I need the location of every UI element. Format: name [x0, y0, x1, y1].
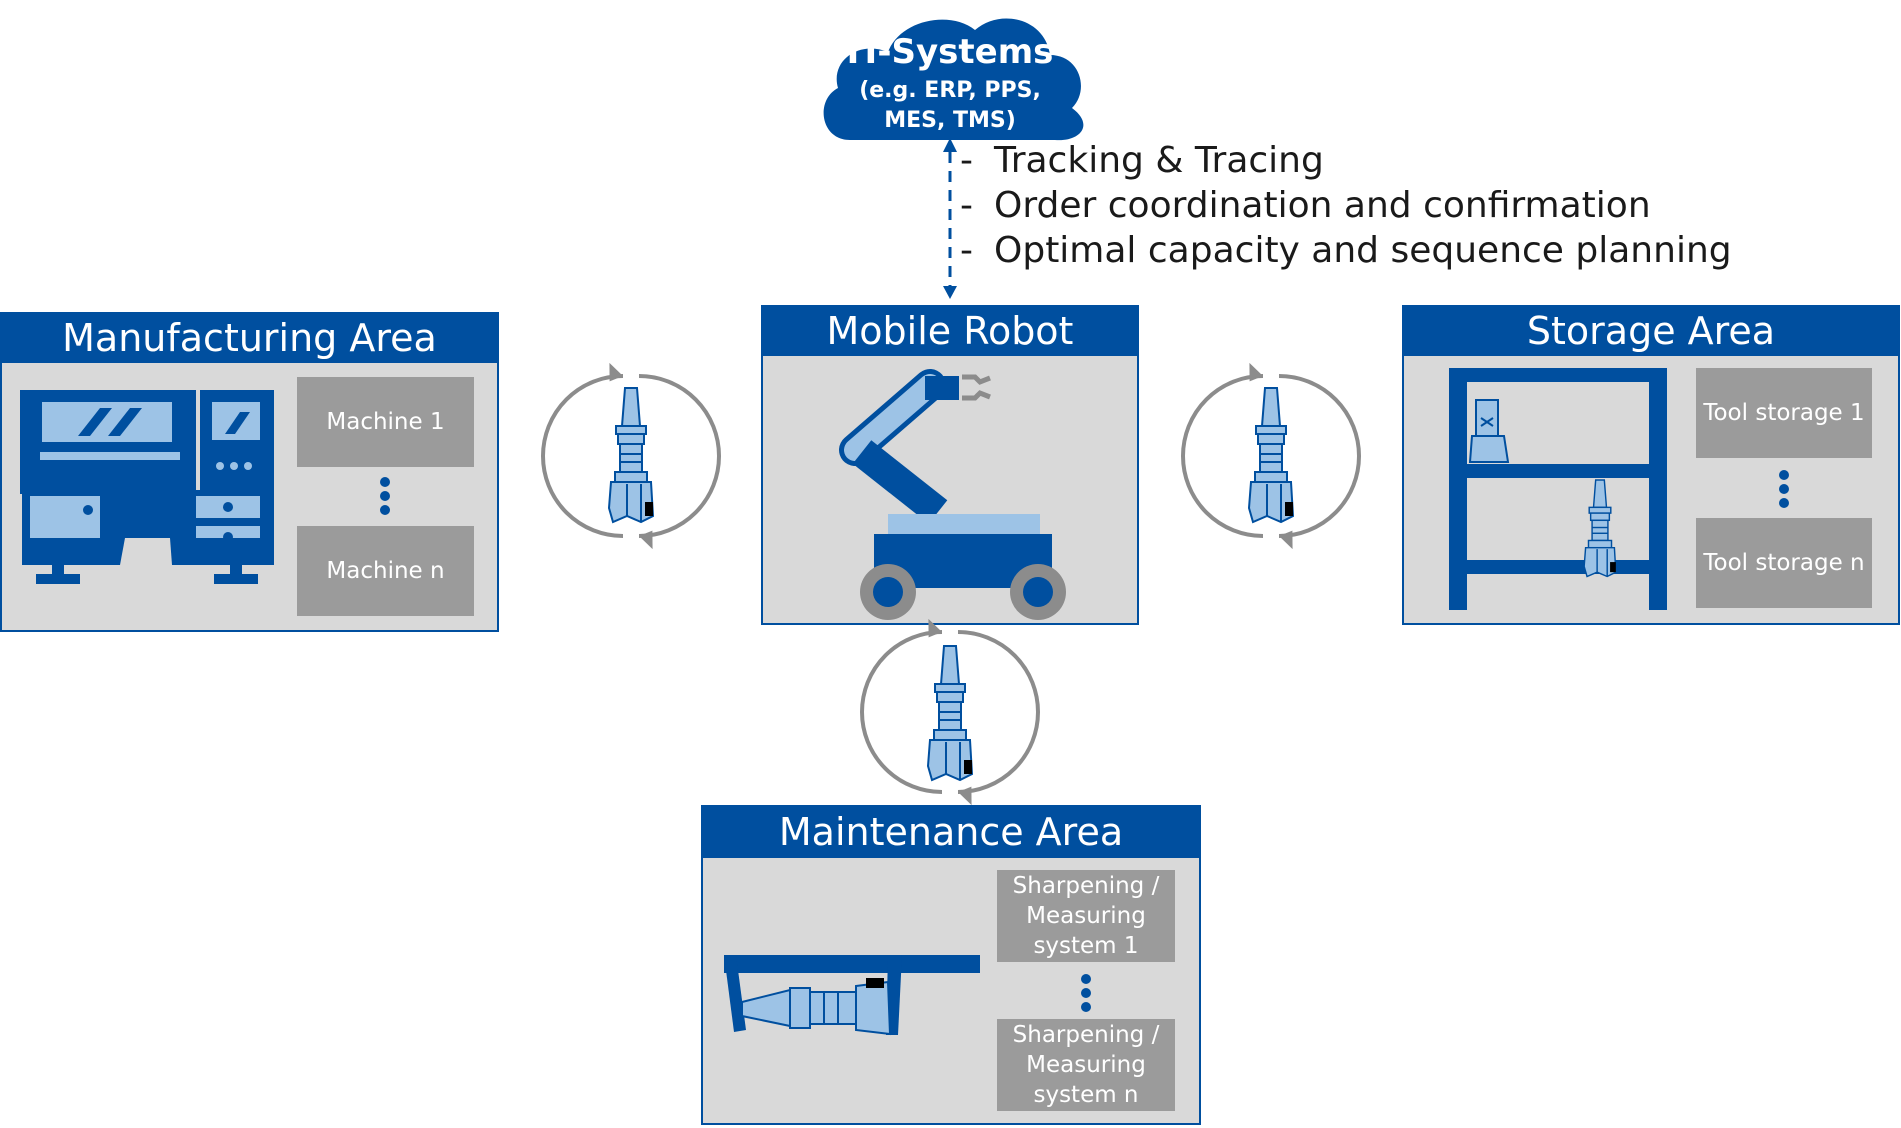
it-systems-subtitle-1: (e.g. ERP, PPS, — [859, 78, 1041, 103]
exchange-cycle-bottom — [860, 616, 1040, 808]
it-systems-title: IT-Systems — [846, 32, 1054, 72]
machine-box-first: Machine 1 — [297, 377, 474, 467]
sharpening-line: Measuring — [1026, 1052, 1146, 1078]
sharpening-line: Sharpening / — [1012, 1022, 1160, 1048]
tool-holder-icon — [927, 645, 973, 781]
tool-holder-icon — [1248, 387, 1294, 523]
mobile-robot-icon — [839, 369, 1066, 620]
storage-title: Storage Area — [1526, 309, 1776, 353]
benefit-planning: Optimal capacity and sequence planning — [994, 230, 1732, 271]
robot-title: Mobile Robot — [826, 309, 1074, 353]
bullet-dash: - — [960, 185, 973, 226]
maintenance-title: Maintenance Area — [778, 810, 1124, 854]
it-systems-subtitle-2: MES, TMS) — [884, 108, 1016, 133]
benefit-item: - Order coordination and confirmation — [960, 183, 1732, 228]
cloud-icon — [823, 18, 1084, 141]
grinding-machine-icon — [724, 955, 980, 1036]
sharpening-line: Sharpening / — [1012, 873, 1160, 899]
manufacturing-title: Manufacturing Area — [62, 316, 437, 360]
sharpening-line: system n — [1033, 1082, 1139, 1108]
sharpening-line: Measuring — [1026, 903, 1146, 929]
exchange-cycle-left — [541, 360, 721, 552]
exchange-cycle-right — [1181, 360, 1361, 552]
tool-storage-box-first: Tool storage 1 — [1696, 368, 1872, 458]
machine-box-last: Machine n — [297, 526, 474, 616]
benefit-list: - Tracking & Tracing - Order coordinatio… — [960, 138, 1732, 273]
vertical-dots — [1081, 974, 1091, 1012]
benefit-order: Order coordination and confirmation — [994, 185, 1651, 226]
bullet-dash: - — [960, 140, 973, 181]
sharpening-box-last: Sharpening / Measuring system n — [997, 1019, 1175, 1111]
vertical-dots — [1779, 470, 1789, 508]
bullet-dash: - — [960, 230, 973, 271]
benefit-tracking: Tracking & Tracing — [994, 140, 1324, 181]
sharpening-line: system 1 — [1033, 933, 1139, 959]
it-systems-cloud — [823, 18, 1084, 141]
vertical-dots — [380, 477, 390, 515]
benefit-item: - Optimal capacity and sequence planning — [960, 228, 1732, 273]
cnc-machine-icon — [20, 390, 274, 584]
benefit-item: - Tracking & Tracing — [960, 138, 1732, 183]
tool-storage-box-last: Tool storage n — [1696, 518, 1872, 608]
sharpening-box-first: Sharpening / Measuring system 1 — [997, 870, 1175, 962]
tool-holder-icon — [608, 387, 654, 523]
it-connector — [943, 138, 957, 299]
